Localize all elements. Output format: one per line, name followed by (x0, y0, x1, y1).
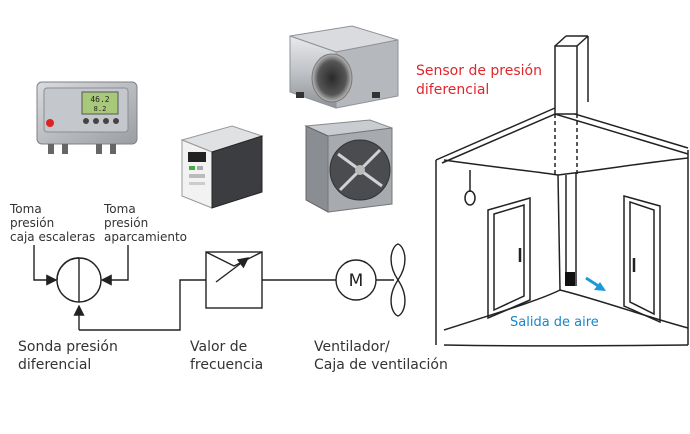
label-sonda-line-1: Sonda presión (18, 339, 118, 355)
label-valor-line-1: Valor de (190, 339, 248, 355)
control-schematic (33, 243, 406, 331)
label-toma-parking-line-2: presión (104, 216, 149, 230)
propeller-blade-top (390, 243, 406, 282)
frequency-inverter-image (180, 125, 264, 209)
label-toma-stairwell-line-1: Toma (10, 202, 42, 216)
label-ventilador: Ventilador/ Caja de ventilación (314, 338, 448, 374)
label-valor-frecuencia: Valor de frecuencia (190, 338, 263, 374)
label-toma-parking: Toma presión aparcamiento (104, 202, 187, 244)
signal-line (79, 279, 206, 331)
label-toma-stairwell-line-3: caja escaleras (10, 230, 96, 244)
label-sensor-line-2: diferencial (416, 82, 490, 98)
label-sonda: Sonda presión diferencial (18, 338, 118, 374)
pressure-transmitter-image: 46.2 8.2 (36, 81, 138, 154)
label-ventilador-line-2: Caja de ventilación (314, 357, 448, 373)
label-toma-parking-line-3: aparcamiento (104, 230, 188, 244)
duct-fan-box-image (289, 25, 399, 109)
label-toma-stairwell-line-2: presión (10, 216, 55, 230)
air-flow-arrow-icon (585, 276, 606, 291)
label-valor-line-2: frecuencia (190, 357, 264, 373)
label-sonda-line-2: diferencial (18, 357, 92, 373)
tap-line-stairwell (33, 245, 58, 286)
label-toma-parking-line-1: Toma (104, 202, 136, 216)
motor-label: M (349, 271, 364, 291)
inverter-symbol (205, 251, 263, 309)
label-sensor-line-1: Sensor de presión (416, 63, 542, 79)
label-sensor-presion: Sensor de presión diferencial (416, 62, 542, 100)
label-toma-stairwell: Toma presión caja escaleras (10, 202, 95, 244)
display-line-1: 46.2 (90, 95, 109, 104)
axial-fan-box-image (304, 119, 393, 213)
label-ventilador-line-1: Ventilador/ (314, 339, 390, 355)
propeller-blade-bottom (390, 278, 406, 317)
building-section (435, 35, 689, 347)
tap-line-parking (100, 245, 129, 286)
label-salida-aire: Salida de aire (510, 315, 599, 330)
display-line-2: 8.2 (94, 105, 107, 113)
air-outlet-grille (565, 272, 575, 286)
